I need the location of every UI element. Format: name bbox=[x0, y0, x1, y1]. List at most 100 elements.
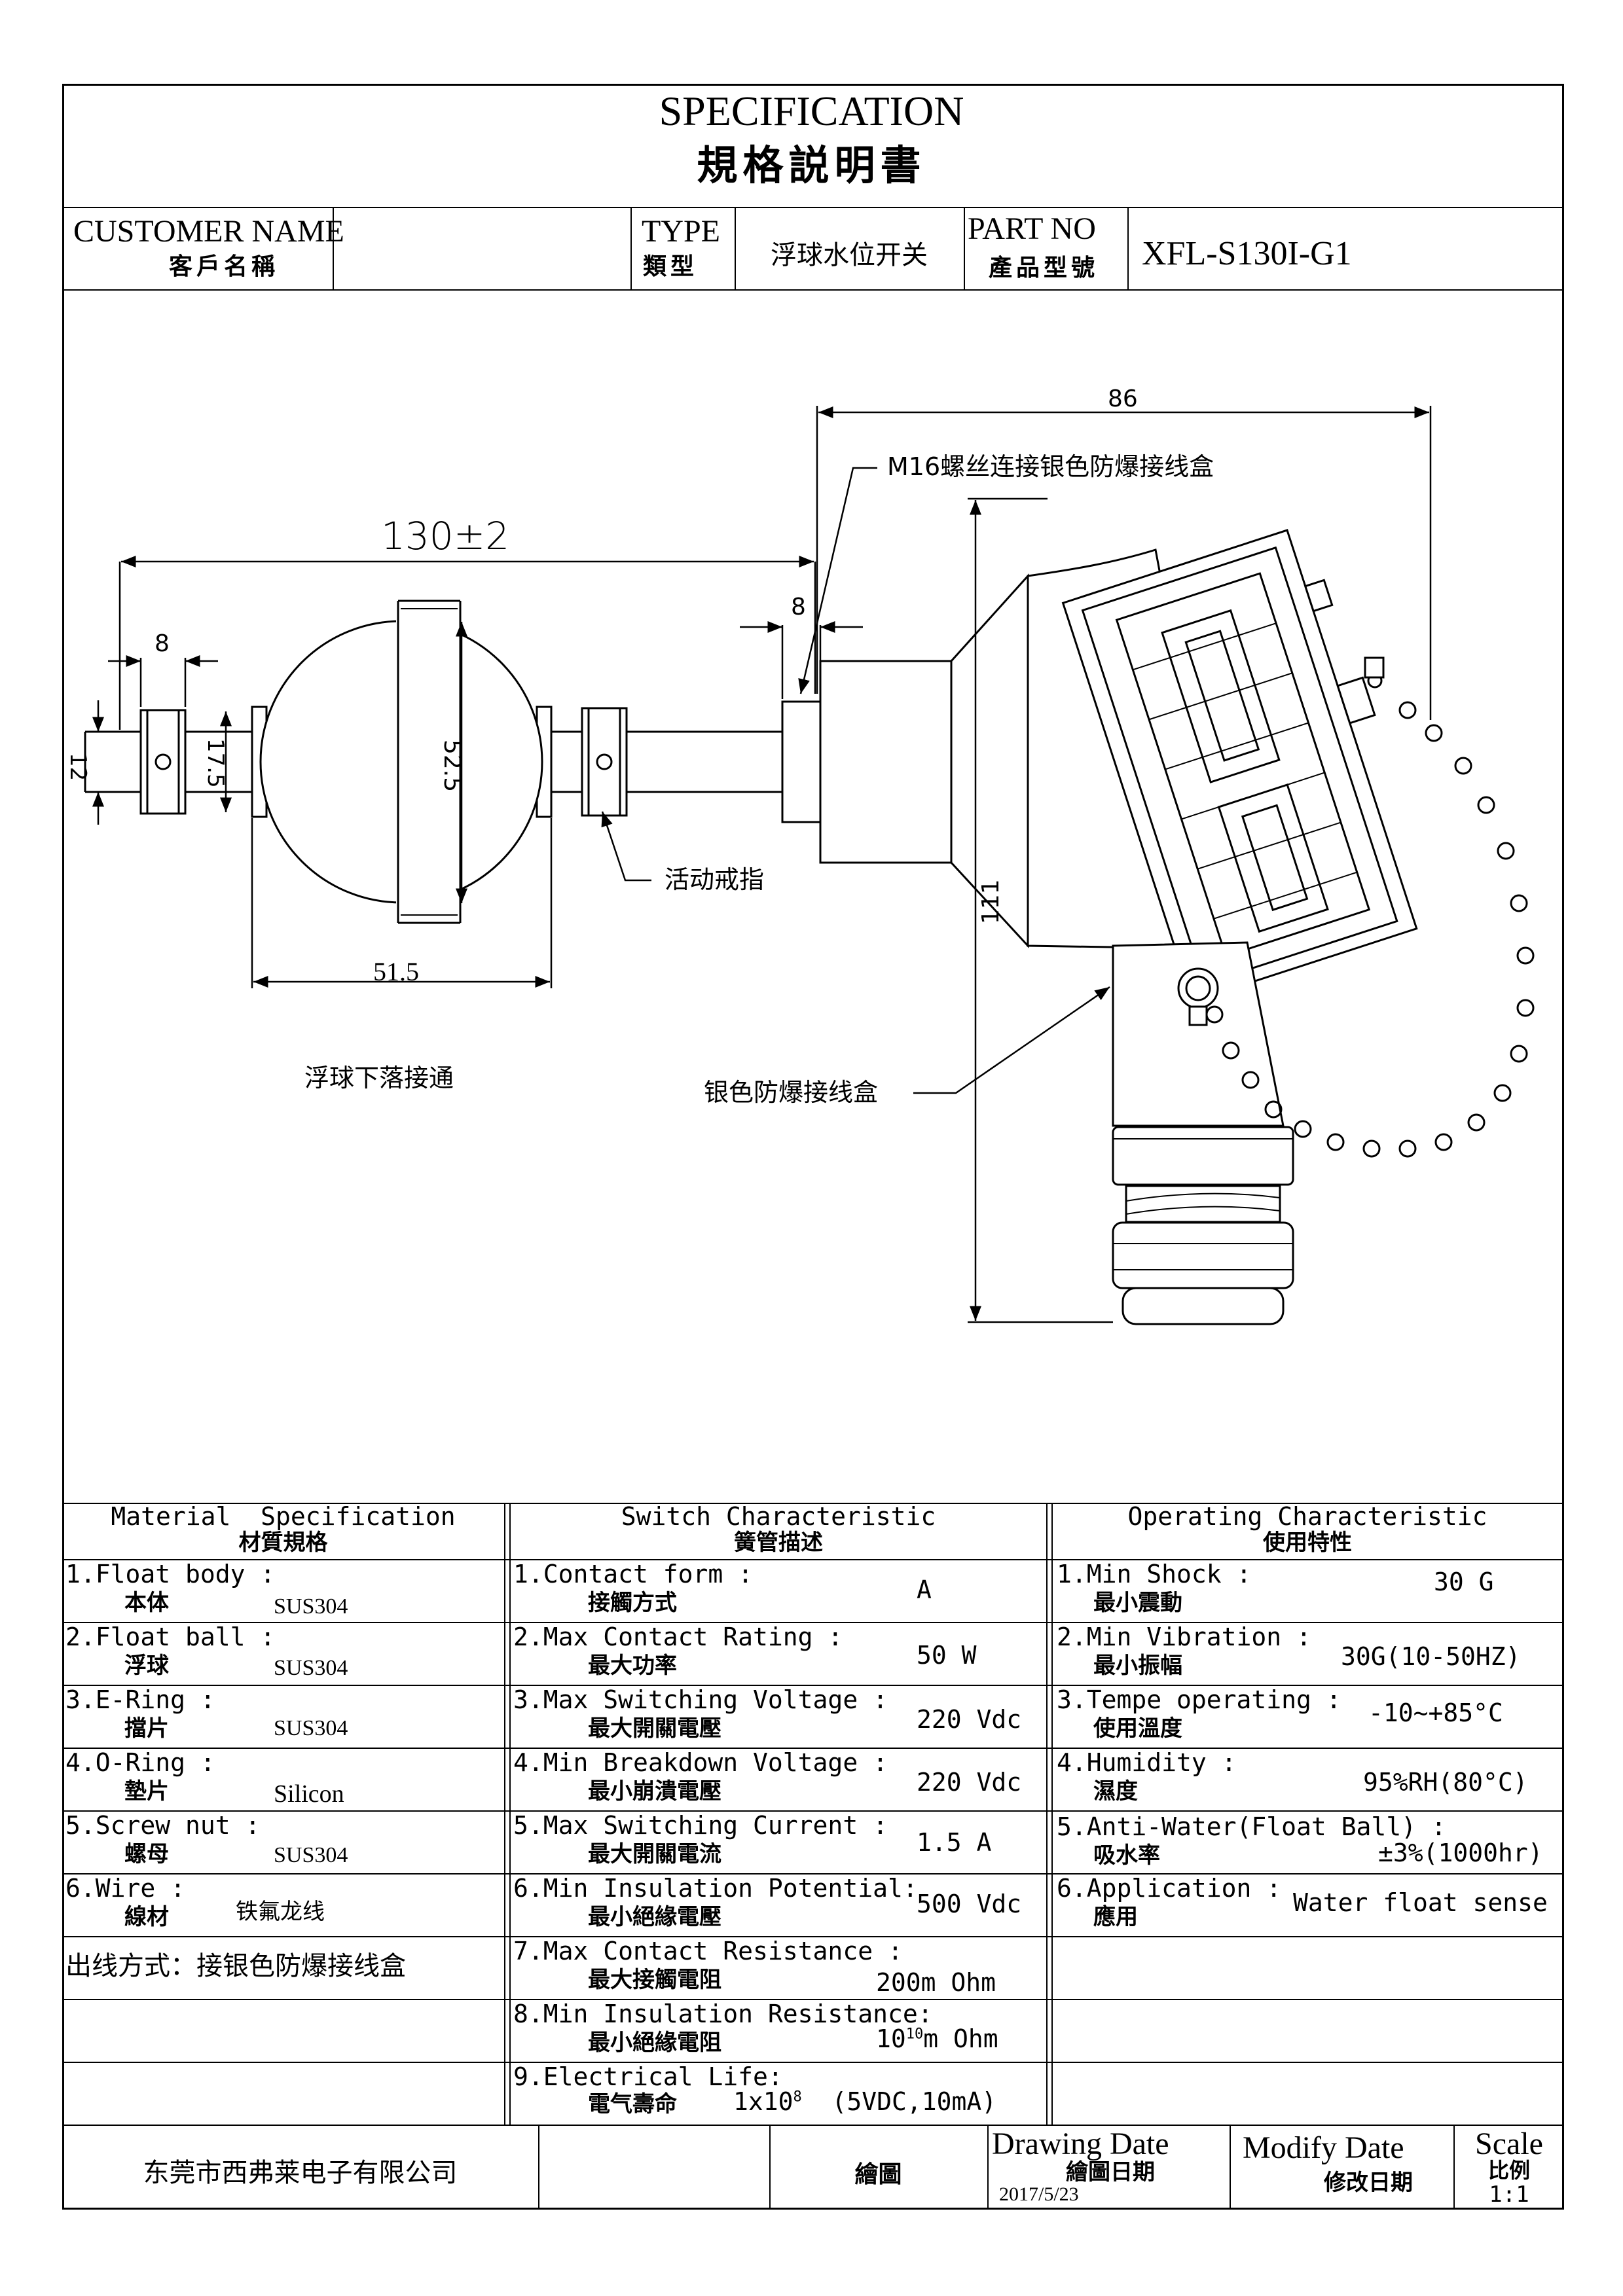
material-row-1-value: SUS304 bbox=[274, 1594, 348, 1619]
material-header-zh: 材質規格 bbox=[238, 1530, 328, 1556]
technical-drawing bbox=[84, 406, 1535, 1325]
switch-row-6-en: 6.Min Insulation Potential: bbox=[513, 1874, 918, 1903]
material-row-1-zh: 本体 bbox=[124, 1590, 169, 1616]
switch-row-5-en: 5.Max Switching Current : bbox=[513, 1811, 888, 1840]
switch-row-9-zh: 電气壽命 bbox=[588, 2091, 677, 2117]
material-row-5-value: SUS304 bbox=[274, 1843, 348, 1867]
switch-row-1-zh: 接觸方式 bbox=[588, 1590, 677, 1616]
switch-row-7-value: 200m Ohm bbox=[876, 1968, 996, 1997]
switch-row-3-zh: 最大開關電壓 bbox=[588, 1715, 721, 1742]
type-value: 浮球水位开关 bbox=[771, 240, 928, 270]
operating-row-4-value: 95%RH(80°C) bbox=[1363, 1768, 1528, 1797]
dim-ball-dia: 52.5 bbox=[439, 740, 465, 793]
switch-row-5-zh: 最大開關電流 bbox=[588, 1841, 721, 1867]
dim-box-height: 111 bbox=[977, 879, 1004, 924]
modify-date-en: Modify Date bbox=[1243, 2130, 1404, 2165]
switch-row-9-exp: 8 bbox=[793, 2089, 802, 2106]
label-float-drop: 浮球下落接通 bbox=[304, 1064, 454, 1092]
type-label-en: TYPE bbox=[642, 214, 720, 249]
material-row-5-en: 5.Screw nut : bbox=[65, 1811, 261, 1840]
material-row-1-en: 1.Float body : bbox=[65, 1560, 276, 1588]
switch-row-2-value: 50 W bbox=[917, 1641, 977, 1670]
switch-row-7-zh: 最大接觸電阻 bbox=[588, 1967, 721, 1993]
switch-row-8-unit: m Ohm bbox=[923, 2024, 998, 2053]
switch-header-zh: 簧管描述 bbox=[734, 1530, 823, 1556]
operating-row-2-zh: 最小振幅 bbox=[1093, 1653, 1182, 1679]
part-label-zh: 產品型號 bbox=[989, 255, 1099, 281]
title-zh: 規格説明書 bbox=[697, 141, 926, 189]
dimensions bbox=[92, 406, 1432, 1323]
switch-row-9-value: 1x108 (5VDC,10mA) bbox=[733, 2089, 996, 2114]
switch-row-4-value: 220 Vdc bbox=[917, 1768, 1022, 1797]
switch-row-4-zh: 最小崩潰電壓 bbox=[588, 1778, 721, 1804]
operating-row-6-zh: 應用 bbox=[1093, 1904, 1138, 1930]
operating-row-2-en: 2.Min Vibration : bbox=[1057, 1623, 1311, 1651]
switch-row-9-unit: (5VDC,10mA) bbox=[831, 2087, 997, 2116]
dim-rod-dia: 12 bbox=[65, 753, 91, 781]
switch-row-8-en: 8.Min Insulation Resistance: bbox=[513, 2000, 933, 2028]
label-box-thread: M16螺丝连接银色防爆接线盒 bbox=[887, 452, 1214, 481]
operating-row-3-value: -10~+85°C bbox=[1368, 1698, 1503, 1727]
switch-row-4-en: 4.Min Breakdown Voltage : bbox=[513, 1748, 888, 1777]
switch-row-8-base: 10 bbox=[876, 2024, 906, 2053]
switch-row-3-value: 220 Vdc bbox=[917, 1705, 1022, 1734]
type-label-zh: 類型 bbox=[643, 253, 699, 280]
material-row-4-value: Silicon bbox=[274, 1780, 344, 1808]
scale-value: 1:1 bbox=[1489, 2181, 1529, 2208]
outlet-note: 出线方式：接银色防爆接线盒 bbox=[65, 1951, 406, 1981]
modify-date-zh: 修改日期 bbox=[1324, 2170, 1413, 2196]
material-row-4-zh: 墊片 bbox=[124, 1778, 169, 1804]
material-row-3-en: 3.E-Ring : bbox=[65, 1685, 215, 1714]
material-row-2-en: 2.Float ball : bbox=[65, 1623, 276, 1651]
material-row-5-zh: 螺母 bbox=[124, 1841, 169, 1867]
junction-box bbox=[819, 529, 1535, 1325]
material-row-6-value: 铁氟龙线 bbox=[236, 1899, 325, 1925]
title-en: SPECIFICATION bbox=[659, 88, 964, 134]
operating-row-1-zh: 最小震動 bbox=[1093, 1590, 1182, 1616]
operating-header-zh: 使用特性 bbox=[1263, 1530, 1352, 1556]
operating-header-en: Operating Characteristic bbox=[1127, 1502, 1487, 1531]
company-name: 东莞市西弗莱电子有限公司 bbox=[143, 2158, 458, 2188]
dim-total-length: 130±2 bbox=[381, 514, 510, 558]
dim-eclip-width: 8 bbox=[155, 630, 170, 657]
operating-row-4-en: 4.Humidity : bbox=[1057, 1748, 1237, 1777]
operating-row-5-en: 5.Anti-Water(Float Ball) : bbox=[1057, 1812, 1446, 1841]
operating-row-6-en: 6.Application : bbox=[1057, 1874, 1282, 1903]
switch-header-en: Switch Characteristic bbox=[621, 1502, 936, 1531]
label-box: 银色防爆接线盒 bbox=[704, 1078, 879, 1107]
operating-row-1-value: 30 G bbox=[1434, 1568, 1494, 1596]
material-row-6-en: 6.Wire : bbox=[65, 1874, 186, 1903]
switch-row-8-exp: 10 bbox=[905, 2026, 924, 2043]
dim-thread-length: 8 bbox=[791, 594, 806, 620]
material-row-3-zh: 擋片 bbox=[124, 1715, 169, 1742]
operating-row-5-value: ±3%(1000hr) bbox=[1378, 1839, 1543, 1867]
material-row-2-value: SUS304 bbox=[274, 1656, 348, 1680]
switch-row-3-en: 3.Max Switching Voltage : bbox=[513, 1685, 888, 1714]
material-row-6-zh: 線材 bbox=[124, 1904, 169, 1930]
scale-zh: 比例 bbox=[1487, 2158, 1530, 2183]
switch-row-8-zh: 最小絕緣電阻 bbox=[588, 2030, 721, 2056]
operating-row-5-zh: 吸水率 bbox=[1093, 1842, 1160, 1869]
material-row-4-en: 4.O-Ring : bbox=[65, 1748, 215, 1777]
scale-en: Scale bbox=[1475, 2126, 1543, 2161]
customer-label-en: CUSTOMER NAME bbox=[73, 214, 344, 249]
switch-row-2-en: 2.Max Contact Rating : bbox=[513, 1623, 843, 1651]
switch-row-5-value: 1.5 A bbox=[917, 1828, 992, 1857]
drawn-label: 繪圖 bbox=[854, 2161, 902, 2188]
drawing-date-en: Drawing Date bbox=[992, 2126, 1169, 2161]
material-header-en: Material Specification bbox=[111, 1502, 456, 1531]
switch-row-7-en: 7.Max Contact Resistance : bbox=[513, 1937, 903, 1965]
part-value: XFL-S130I-G1 bbox=[1142, 235, 1352, 272]
part-label-en: PART NO bbox=[968, 211, 1096, 246]
operating-row-3-en: 3.Tempe operating : bbox=[1057, 1685, 1341, 1714]
operating-row-2-value: 30G(10-50HZ) bbox=[1341, 1642, 1521, 1671]
operating-row-6-value: Water float sense bbox=[1293, 1888, 1548, 1917]
switch-row-8-value: 1010m Ohm bbox=[876, 2026, 998, 2051]
dim-eclip-dia: 17.5 bbox=[202, 738, 228, 788]
material-row-2-zh: 浮球 bbox=[124, 1653, 169, 1679]
switch-row-6-value: 500 Vdc bbox=[917, 1890, 1022, 1918]
operating-row-3-zh: 使用溫度 bbox=[1093, 1715, 1182, 1742]
float-assembly bbox=[84, 600, 822, 924]
operating-row-1-en: 1.Min Shock : bbox=[1057, 1560, 1252, 1588]
label-movable-ring: 活动戒指 bbox=[665, 865, 765, 894]
